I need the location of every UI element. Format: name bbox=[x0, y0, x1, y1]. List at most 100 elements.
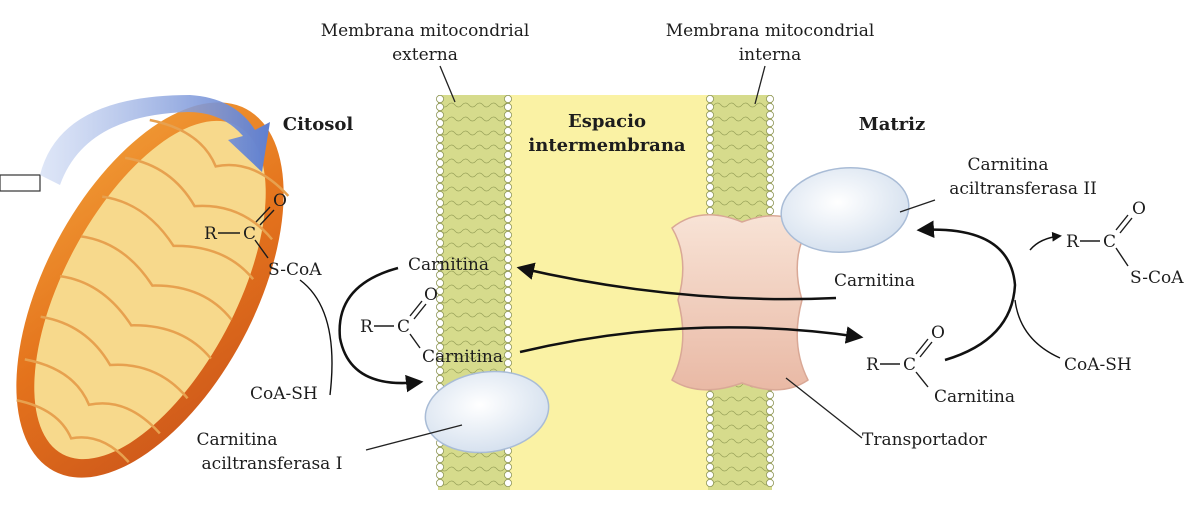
outer-membrane-label-2: externa bbox=[392, 45, 458, 65]
lipid-head bbox=[766, 478, 775, 487]
lipid-head bbox=[435, 278, 444, 287]
lipid-head bbox=[766, 470, 775, 479]
svg-text:O: O bbox=[1132, 199, 1146, 219]
lipid-head bbox=[766, 198, 775, 207]
outer-membrane-label: Membrana mitocondrial bbox=[321, 21, 530, 41]
lipid-head bbox=[503, 246, 512, 255]
lipid-head bbox=[766, 174, 775, 183]
lipid-head bbox=[435, 310, 444, 319]
lipid-head bbox=[503, 158, 512, 167]
lipid-head bbox=[503, 103, 512, 112]
lipid-head bbox=[435, 166, 444, 175]
lipid-head bbox=[435, 294, 444, 303]
matrix-acyl-coa: R C O S-CoA bbox=[1066, 199, 1184, 288]
intermembrane-label: Espacio bbox=[568, 111, 646, 132]
mitochondrion-illustration bbox=[0, 102, 290, 478]
lipid-head bbox=[435, 326, 444, 335]
lipid-head bbox=[435, 150, 444, 159]
cytosol-acyl-coa: R C O S-CoA bbox=[204, 191, 322, 280]
lipid-head bbox=[435, 302, 444, 311]
lipid-head bbox=[435, 286, 444, 295]
lipid-head bbox=[706, 182, 715, 191]
lipid-head bbox=[706, 111, 715, 120]
matrix-coa-sh: CoA-SH bbox=[1064, 355, 1132, 375]
lipid-head bbox=[706, 390, 715, 399]
lipid-head bbox=[766, 438, 775, 447]
lipid-head bbox=[435, 158, 444, 167]
lipid-head bbox=[766, 398, 775, 407]
lipid-head bbox=[706, 406, 715, 415]
lipid-head bbox=[706, 454, 715, 463]
lipid-head bbox=[503, 95, 512, 104]
lipid-head bbox=[435, 318, 444, 327]
cytosol-coa-sh: CoA-SH bbox=[250, 384, 318, 404]
lipid-head bbox=[435, 142, 444, 151]
lipid-head bbox=[766, 95, 775, 104]
lipid-head bbox=[503, 262, 512, 271]
lipid-head bbox=[706, 422, 715, 431]
lipid-head bbox=[706, 470, 715, 479]
lipid-head bbox=[435, 254, 444, 263]
cat2-label: Carnitina bbox=[967, 155, 1048, 175]
lipid-head bbox=[435, 350, 444, 359]
lipid-head bbox=[435, 238, 444, 247]
lipid-head bbox=[706, 414, 715, 423]
lipid-head bbox=[766, 446, 775, 455]
svg-text:S-CoA: S-CoA bbox=[1130, 268, 1184, 288]
lipid-head bbox=[706, 142, 715, 151]
lipid-head bbox=[435, 127, 444, 136]
lipid-head bbox=[435, 214, 444, 223]
lipid-head bbox=[503, 198, 512, 207]
lipid-head bbox=[766, 406, 775, 415]
svg-text:O: O bbox=[273, 191, 287, 211]
lipid-head bbox=[503, 119, 512, 128]
lipid-head bbox=[435, 462, 444, 471]
lipid-head bbox=[706, 198, 715, 207]
lipid-head bbox=[706, 134, 715, 143]
lipid-head bbox=[766, 111, 775, 120]
matrix-label: Matriz bbox=[859, 114, 925, 135]
lipid-head bbox=[503, 318, 512, 327]
lipid-head bbox=[435, 470, 444, 479]
matrix-cycle-arrow bbox=[916, 220, 1017, 362]
lipid-head bbox=[706, 95, 715, 104]
lipid-head bbox=[766, 119, 775, 128]
lipid-head bbox=[503, 127, 512, 136]
cytosol-carnitine: Carnitina bbox=[408, 255, 489, 275]
lipid-head bbox=[766, 414, 775, 423]
lipid-head bbox=[706, 158, 715, 167]
svg-text:Carnitina: Carnitina bbox=[422, 347, 503, 367]
lipid-head bbox=[503, 294, 512, 303]
lipid-head bbox=[435, 134, 444, 143]
lipid-head bbox=[503, 342, 512, 351]
lipid-head bbox=[503, 222, 512, 231]
lipid-head bbox=[706, 174, 715, 183]
carnitine-acyltransferase-i bbox=[424, 370, 550, 454]
lipid-head bbox=[766, 190, 775, 199]
lipid-head bbox=[435, 206, 444, 215]
cytosol-cycle-arrow bbox=[338, 266, 424, 393]
lipid-head bbox=[706, 430, 715, 439]
lipid-head bbox=[503, 478, 512, 487]
lipid-head bbox=[435, 478, 444, 487]
lipid-head bbox=[435, 270, 444, 279]
lipid-head bbox=[706, 446, 715, 455]
svg-text:R: R bbox=[1066, 232, 1080, 252]
lipid-head bbox=[766, 103, 775, 112]
lipid-head bbox=[766, 158, 775, 167]
inner-membrane-label-2: interna bbox=[739, 45, 802, 65]
lipid-head bbox=[766, 134, 775, 143]
svg-text:C: C bbox=[903, 355, 916, 375]
lipid-head bbox=[766, 454, 775, 463]
lipid-head bbox=[503, 182, 512, 191]
lipid-head bbox=[503, 214, 512, 223]
transporter-protein bbox=[671, 214, 809, 391]
lipid-head bbox=[435, 374, 444, 383]
lipid-head bbox=[435, 222, 444, 231]
lipid-head bbox=[706, 166, 715, 175]
lipid-head bbox=[503, 254, 512, 263]
cytosol-acyl-carnitine: R C O Carnitina bbox=[360, 285, 503, 367]
lipid-head bbox=[503, 310, 512, 319]
lipid-head bbox=[706, 206, 715, 215]
